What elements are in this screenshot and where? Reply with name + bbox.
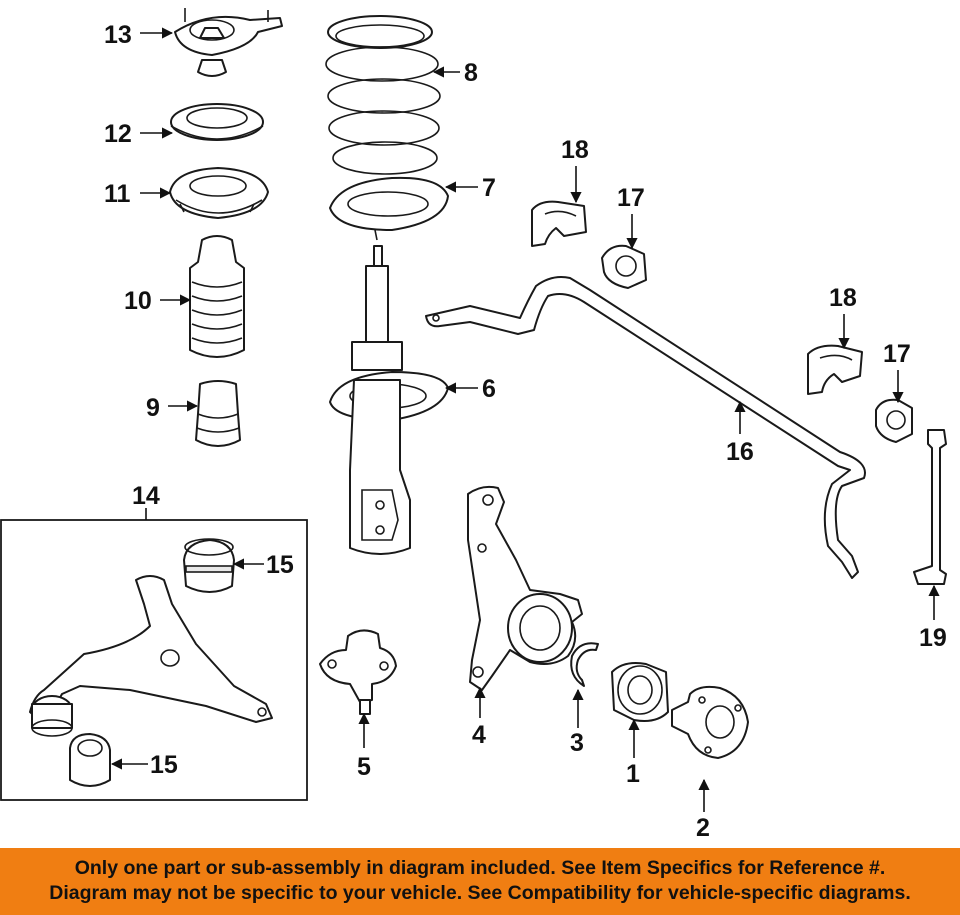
upper-spring-seat-part bbox=[170, 103, 264, 141]
callout-14: 14 bbox=[132, 482, 160, 510]
callout-17-right: 17 bbox=[883, 340, 911, 368]
parts-diagram: 13 12 11 10 9 8 7 6 18 17 18 17 16 19 14… bbox=[0, 8, 947, 842]
callout-2: 2 bbox=[696, 814, 710, 842]
control-arm-kit-box bbox=[0, 519, 308, 801]
callout-1: 1 bbox=[626, 760, 640, 788]
coil-spring-part bbox=[325, 15, 441, 175]
callout-8: 8 bbox=[464, 59, 478, 87]
stabilizer-bracket-part-a bbox=[531, 200, 587, 247]
steering-knuckle-part bbox=[467, 485, 583, 691]
lower-spring-seat-part bbox=[329, 176, 449, 241]
stabilizer-link-part bbox=[913, 429, 947, 585]
disclaimer-banner: Only one part or sub-assembly in diagram… bbox=[0, 848, 960, 915]
snap-ring-part bbox=[570, 642, 599, 687]
bump-stop-part bbox=[195, 380, 241, 447]
wheel-hub-part bbox=[671, 685, 749, 759]
callout-16: 16 bbox=[726, 438, 754, 466]
stabilizer-bushing-part-a bbox=[601, 244, 647, 289]
control-arm-bushing-part-b bbox=[69, 733, 111, 787]
lower-control-arm-part bbox=[29, 575, 273, 737]
ball-joint-part bbox=[319, 629, 397, 715]
callout-18-right: 18 bbox=[829, 284, 857, 312]
stabilizer-bracket-part-b bbox=[807, 344, 863, 395]
callout-15-top: 15 bbox=[266, 551, 294, 579]
callout-15-bottom: 15 bbox=[150, 751, 178, 779]
control-arm-bushing-part-a bbox=[183, 538, 235, 593]
strut-assembly-part bbox=[329, 245, 449, 555]
callout-6: 6 bbox=[482, 375, 496, 403]
callout-18-top: 18 bbox=[561, 136, 589, 164]
stabilizer-bar-part bbox=[425, 276, 866, 579]
callout-4: 4 bbox=[472, 721, 486, 749]
callout-5: 5 bbox=[357, 753, 371, 781]
dust-boot-part bbox=[189, 235, 245, 358]
wheel-bearing-part bbox=[611, 662, 669, 722]
callout-17-top: 17 bbox=[617, 184, 645, 212]
stabilizer-bushing-part-b bbox=[875, 398, 913, 443]
callout-10: 10 bbox=[124, 287, 152, 315]
callout-11: 11 bbox=[104, 180, 131, 208]
callout-9: 9 bbox=[146, 394, 160, 422]
spring-insulator-part bbox=[169, 167, 269, 219]
callout-12: 12 bbox=[104, 120, 132, 148]
strut-mount-part bbox=[174, 8, 283, 77]
callout-19: 19 bbox=[919, 624, 947, 652]
leader-lines bbox=[110, 27, 940, 812]
callout-7: 7 bbox=[482, 174, 496, 202]
disclaimer-line-1: Only one part or sub-assembly in diagram… bbox=[74, 857, 886, 879]
disclaimer-line-2: Diagram may not be specific to your vehi… bbox=[49, 882, 911, 904]
callout-13: 13 bbox=[104, 21, 132, 49]
callout-3: 3 bbox=[570, 729, 584, 757]
